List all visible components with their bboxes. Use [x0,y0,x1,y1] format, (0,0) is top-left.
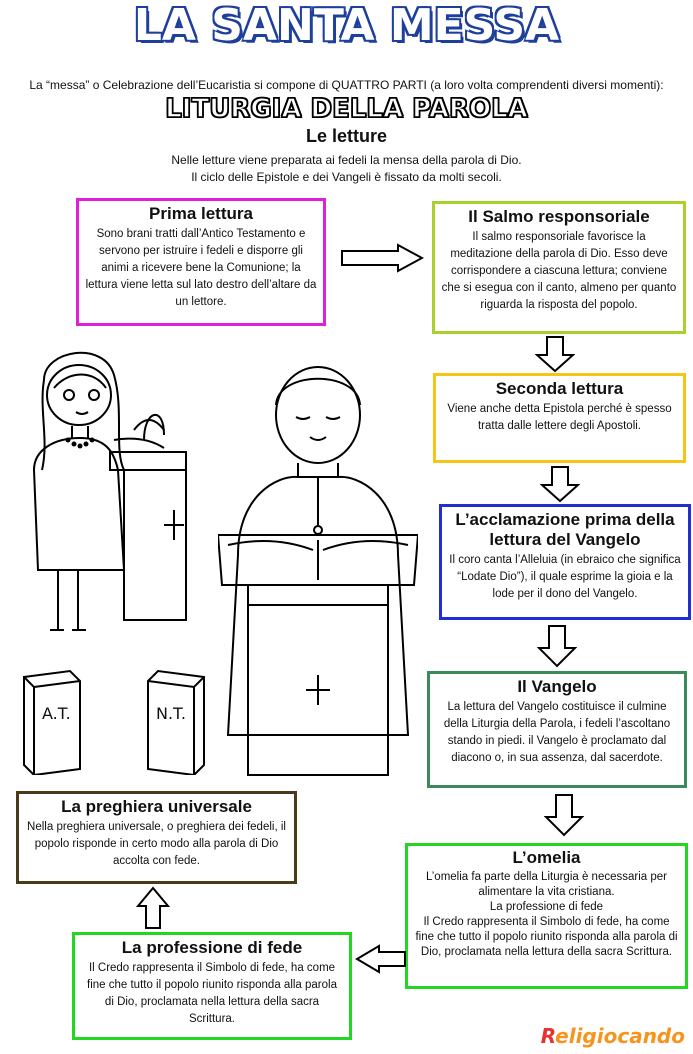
priest-illustration [218,366,418,776]
prima-lettura-text: Sono brani tratti dall’Antico Testamento… [85,228,317,308]
omelia-text-1: L’omelia fa parte della Liturgia è neces… [425,871,667,898]
section-title: LITURGIA DELLA PAROLA [164,93,528,125]
subtitle: Le letture [305,126,388,146]
book-old-testament-icon [23,669,81,775]
box-seconda-lettura: Seconda lettura Viene anche detta Episto… [433,373,686,463]
prima-lettura-title: Prima lettura [149,204,253,223]
arrow-left-icon [355,944,406,974]
girl-reader-illustration [32,351,187,631]
professione-text: Il Credo rappresenta il Simbolo di fede,… [87,962,337,1025]
intro-text: La “messa” o Celebrazione dell’Eucaristi… [29,78,664,92]
seconda-lettura-text: Viene anche detta Epistola perché è spes… [447,403,672,432]
omelia-text-3: Il Credo rappresenta il Simbolo di fede,… [415,916,678,958]
preghiera-title: La preghiera universale [61,797,252,816]
subtext-line-1: Nelle letture viene preparata ai fedeli … [171,153,522,167]
arrow-right-icon [341,243,424,273]
logo-first-letter: R [540,1024,556,1048]
main-title: LA SANTA MESSA [133,0,560,52]
acclamazione-text: Il coro canta l’Alleluia (in ebraico che… [449,554,681,600]
box-vangelo: Il Vangelo La lettura del Vangelo costit… [427,671,687,788]
professione-title: La professione di fede [121,938,303,957]
box-acclamazione: L’acclamazione prima della lettura del V… [439,504,691,620]
seconda-lettura-title: Seconda lettura [495,379,624,398]
omelia-title: L’omelia [512,848,581,867]
logo-rest: eligiocando [555,1024,685,1048]
book-left-label: A.T. [42,704,71,723]
subtext-line-2: Il ciclo delle Epistole e dei Vangeli è … [191,170,502,184]
arrow-down-icon-2 [540,466,580,503]
box-salmo-responsoriale: Il Salmo responsoriale Il salmo responso… [432,201,686,334]
arrow-down-icon-1 [535,336,575,373]
omelia-text-2: La professione di fede [489,901,604,913]
vangelo-text: La lettura del Vangelo costituisce il cu… [443,701,671,764]
vangelo-title: Il Vangelo [517,677,597,696]
book-right-label: N.T. [156,704,187,723]
acclamazione-title: L’acclamazione prima della lettura del V… [455,510,675,549]
salmo-title: Il Salmo responsoriale [468,207,650,226]
preghiera-text: Nella preghiera universale, o preghiera … [27,821,286,867]
box-prima-lettura: Prima lettura Sono brani tratti dall’Ant… [76,198,326,326]
box-professione-di-fede: La professione di fede Il Credo rapprese… [72,932,352,1040]
arrow-up-icon [136,886,170,929]
box-omelia: L’omelia L’omelia fa parte della Liturgi… [405,843,688,989]
box-preghiera-universale: La preghiera universale Nella preghiera … [16,791,297,884]
subtext: Nelle letture viene preparata ai fedeli … [0,152,693,186]
arrow-down-icon-3 [537,625,577,668]
religiocando-logo: Religiocando [541,1024,685,1048]
salmo-text: Il salmo responsoriale favorisce la medi… [441,231,677,311]
book-new-testament-icon [147,669,205,775]
arrow-down-icon-4 [544,794,584,837]
